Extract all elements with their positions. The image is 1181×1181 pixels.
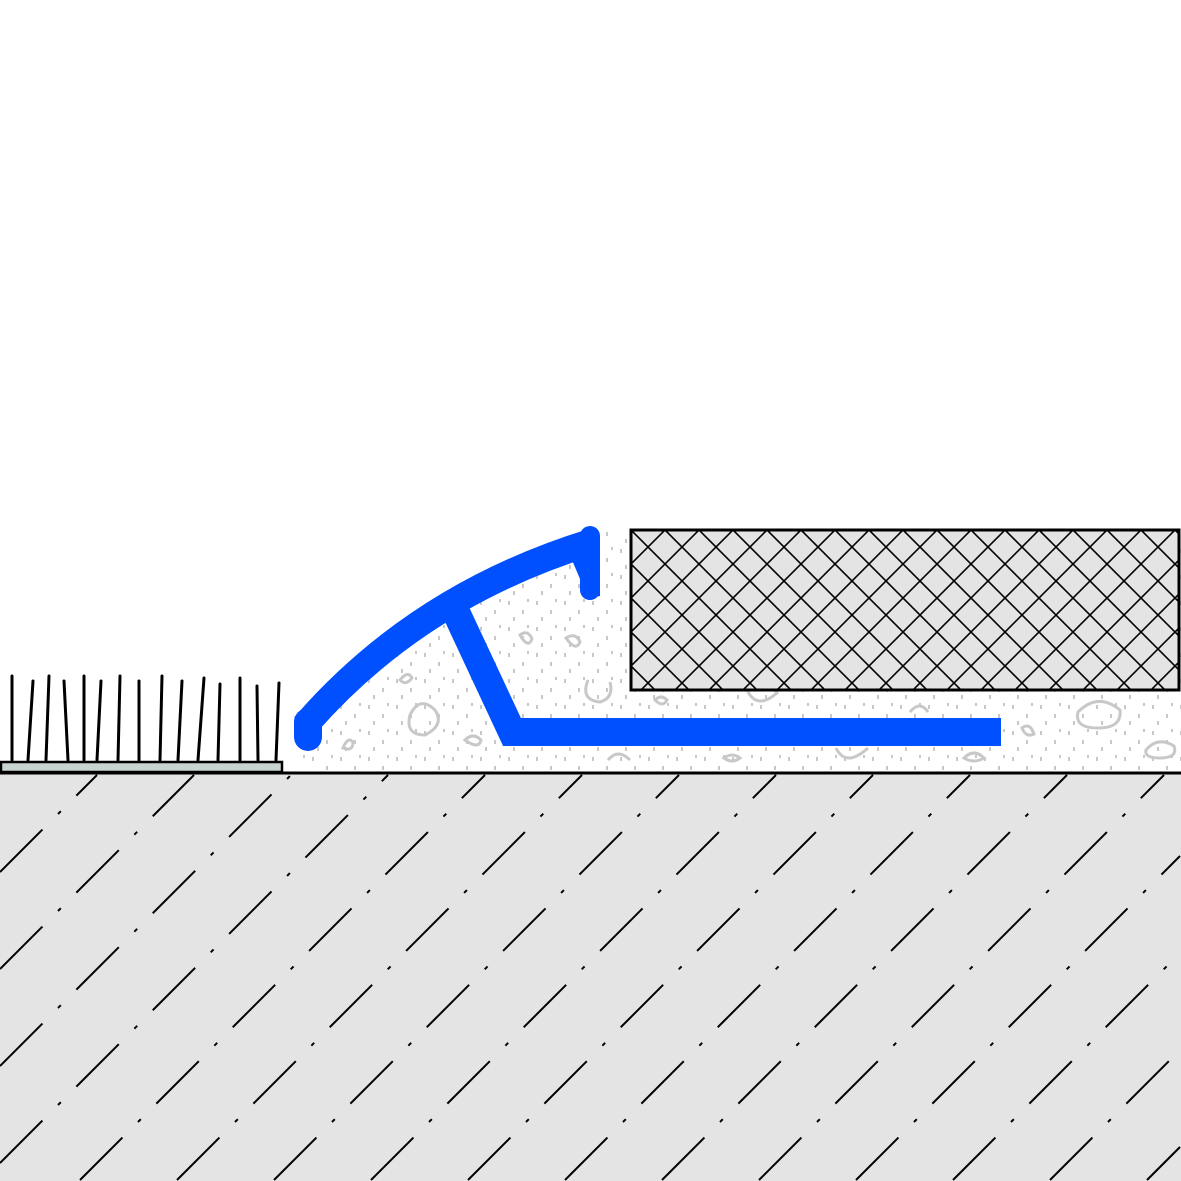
substrate-hatch-line [0, 774, 292, 1067]
substrate [0, 771, 1181, 1181]
tile [629, 528, 1181, 692]
substrate-hatch-line [0, 774, 195, 970]
carpet-fiber [62, 679, 70, 762]
substrate-hatch-line [1049, 1049, 1181, 1181]
substrate-hatch-line [467, 774, 874, 1181]
substrate-hatch-line [0, 774, 389, 1164]
carpet-fiber [176, 679, 184, 762]
carpet-fiber [196, 676, 206, 762]
carpet-fiber [274, 681, 281, 762]
carpet-fiber [158, 674, 164, 762]
substrate-hatch-line [661, 774, 1068, 1181]
carpet [0, 674, 284, 774]
carpet-fiber [44, 674, 51, 762]
carpet-fiber [255, 684, 260, 762]
carpet-fiber [116, 674, 122, 762]
substrate-hatch-line [79, 774, 486, 1181]
substrate-hatch-line [1146, 1146, 1181, 1181]
carpet-fiber [26, 679, 35, 762]
carpet-fiber [95, 679, 103, 762]
substrate-hatch-line [0, 774, 98, 873]
substrate-hatch-line [176, 774, 583, 1181]
substrate-hatch-line [855, 855, 1181, 1181]
carpet-fiber [216, 682, 222, 762]
substrate-hatch-line [758, 774, 1165, 1181]
substrate-hatch-line [952, 952, 1181, 1181]
substrate-hatch-line [370, 774, 777, 1181]
substrate-hatch-line [273, 774, 680, 1181]
substrate-hatch-line [564, 774, 971, 1181]
transition-profile [294, 526, 1001, 751]
